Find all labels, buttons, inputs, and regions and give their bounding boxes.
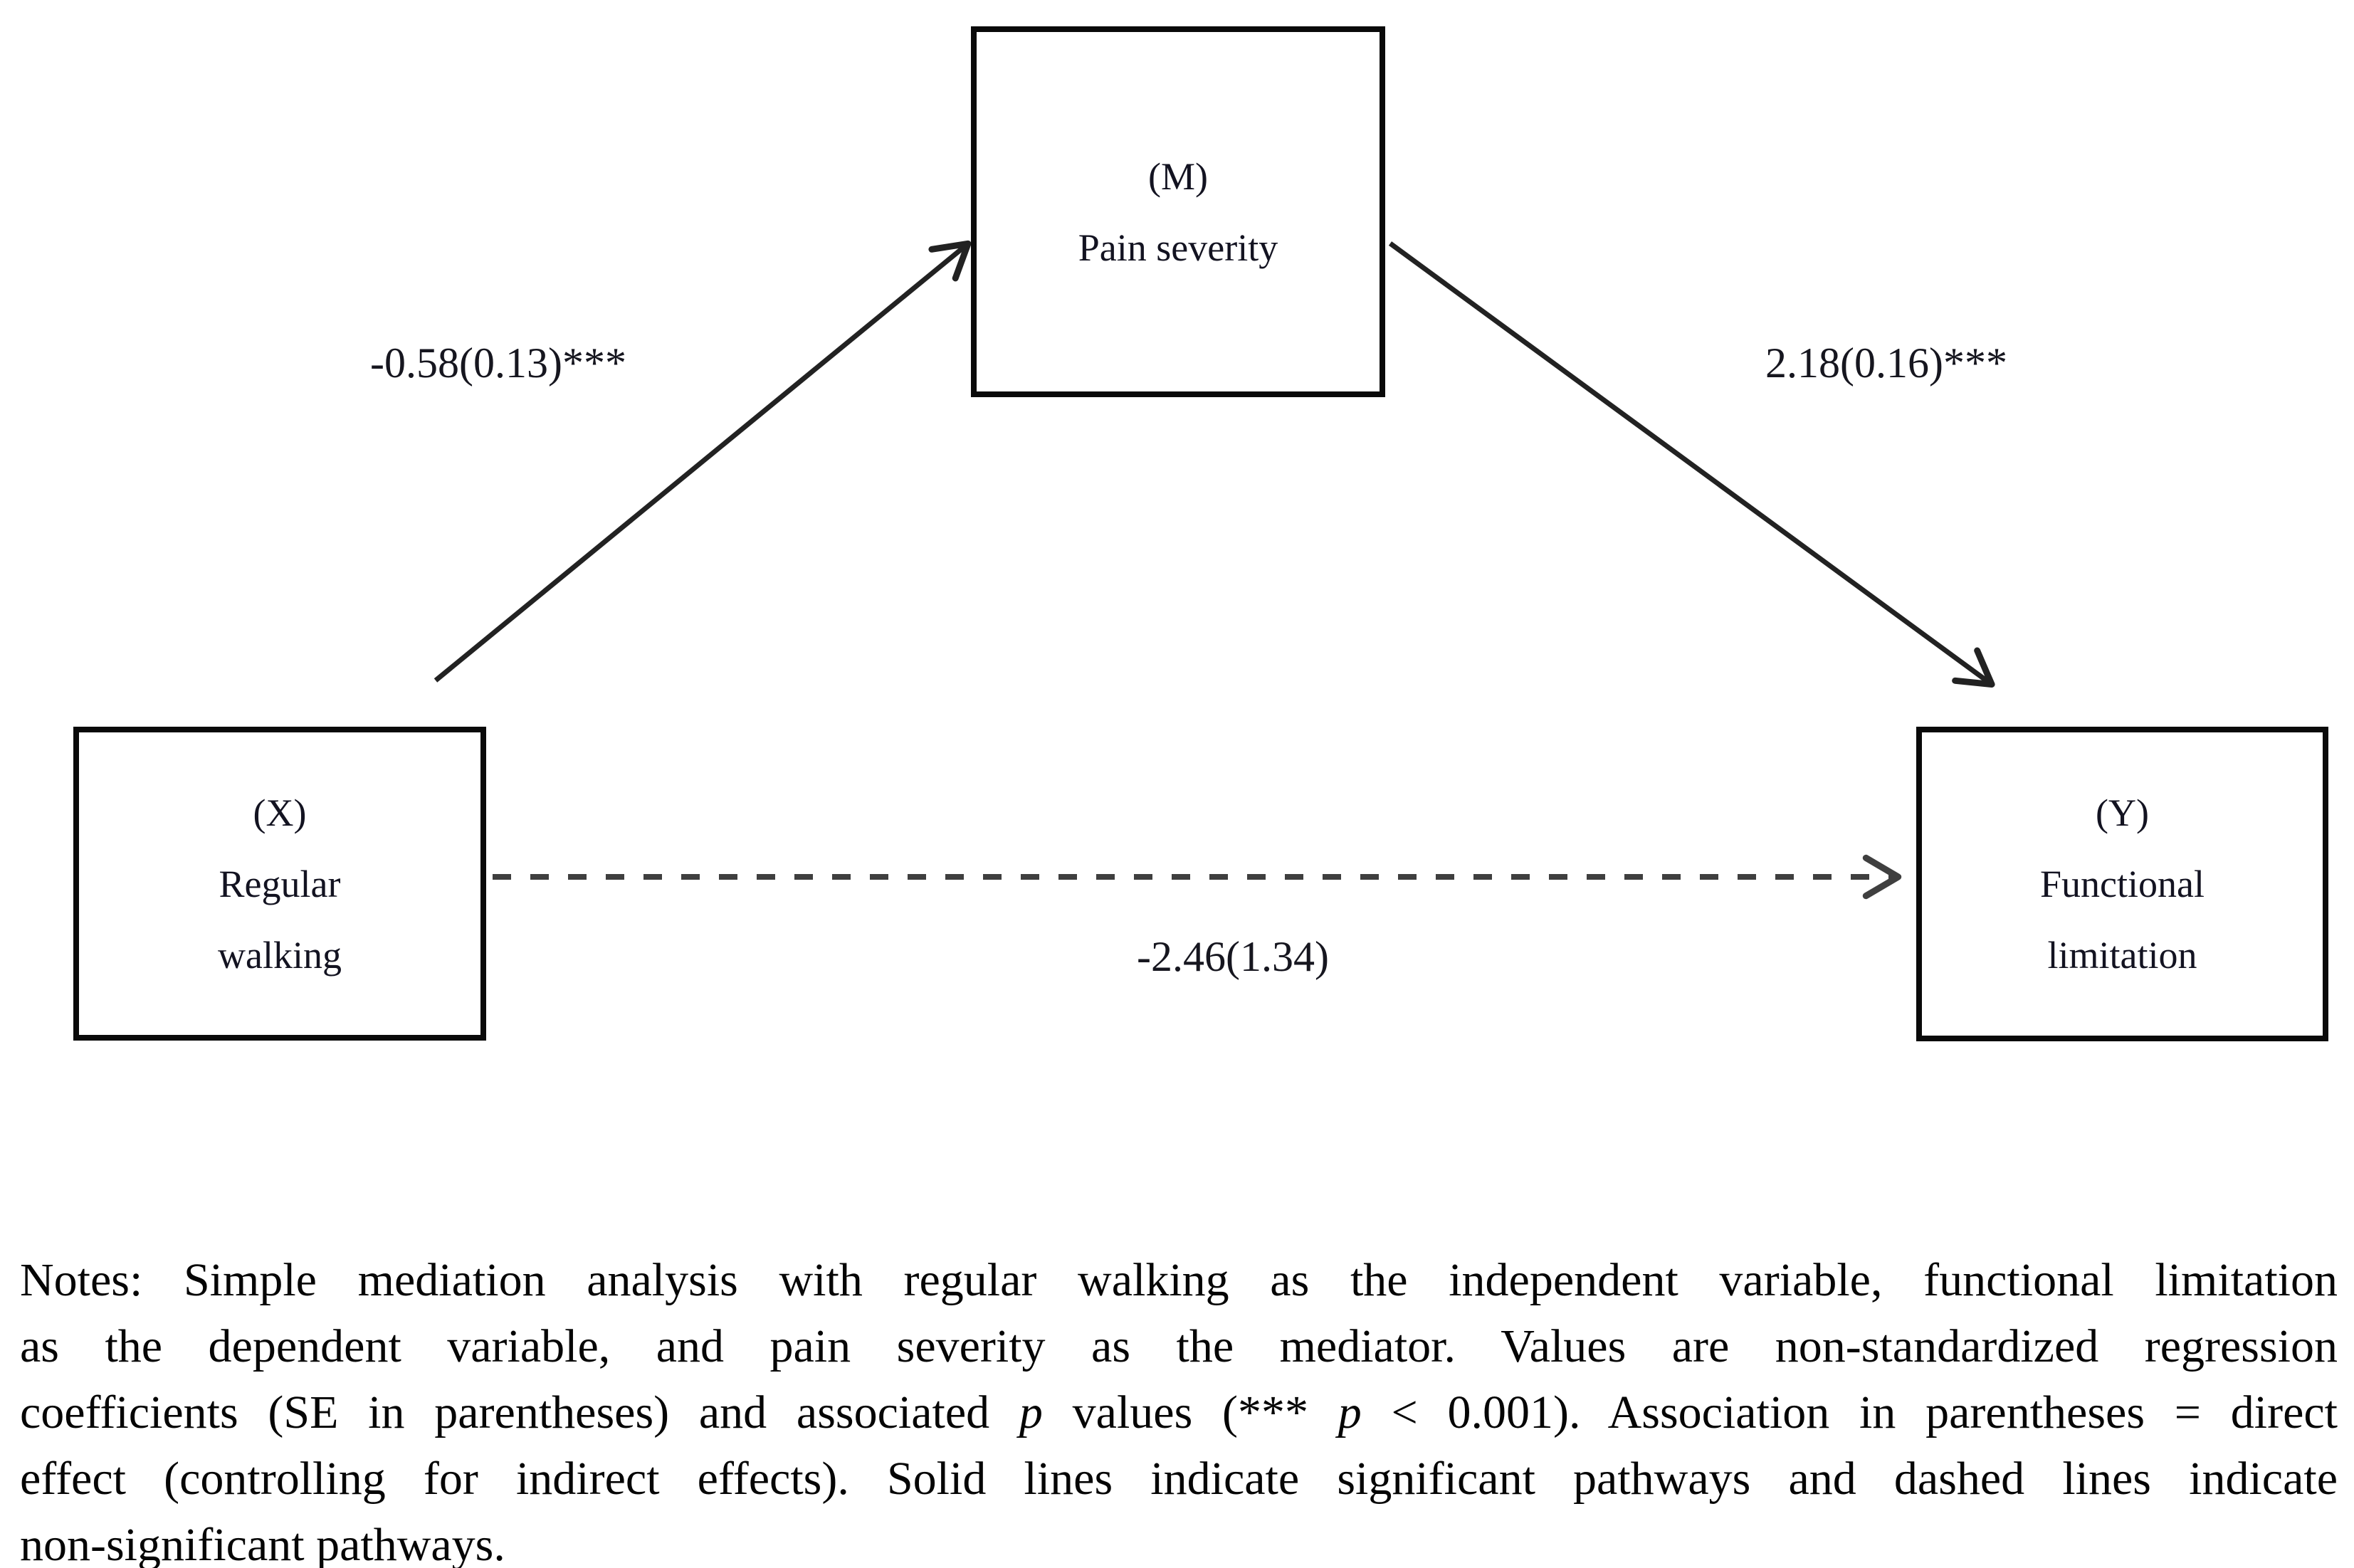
- notes-line-3-seg1: coefficients (SE in parentheses) and ass…: [20, 1387, 1019, 1438]
- independent-box: (X) Regular walking: [73, 727, 486, 1041]
- notes-line-1: Notes: Simple mediation analysis with re…: [20, 1254, 2338, 1306]
- dependent-id-label: (Y): [2096, 791, 2149, 834]
- dependent-name-line1: Functional: [2040, 863, 2205, 905]
- notes-line-3-seg2: values (***: [1042, 1387, 1338, 1438]
- b-path-arrow: [1388, 241, 1995, 688]
- notes-line-4: effect (controlling for indirect effects…: [20, 1453, 2338, 1505]
- dependent-box: (Y) Functional limitation: [1916, 727, 2328, 1041]
- notes-line-3-seg3: < 0.001). Association in parentheses = d…: [1361, 1387, 2338, 1438]
- c-path-coefficient-label: -2.46(1.34): [1137, 933, 1329, 980]
- mediator-box: (M) Pain severity: [971, 26, 1385, 397]
- figure-notes: Notes: Simple mediation analysis with re…: [20, 1247, 2338, 1568]
- mediator-name: Pain severity: [1078, 226, 1278, 269]
- a-path-coefficient-label: -0.58(0.13)***: [370, 340, 626, 386]
- notes-line-3-p2: p: [1338, 1387, 1362, 1438]
- independent-name-line1: Regular: [219, 862, 341, 905]
- dependent-name-line2: limitation: [2047, 934, 2197, 977]
- independent-id-label: (X): [253, 791, 307, 834]
- mediator-id-label: (M): [1148, 154, 1208, 198]
- notes-line-3: coefficients (SE in parentheses) and ass…: [20, 1379, 2338, 1446]
- notes-line-5: non-significant pathways.: [20, 1519, 505, 1568]
- b-path-coefficient-label: 2.18(0.16)***: [1765, 340, 2007, 386]
- notes-line-2: as the dependent variable, and pain seve…: [20, 1320, 2338, 1372]
- notes-line-3-p1: p: [1019, 1387, 1043, 1438]
- independent-name-line2: walking: [218, 933, 342, 977]
- a-path-arrow: [434, 240, 972, 683]
